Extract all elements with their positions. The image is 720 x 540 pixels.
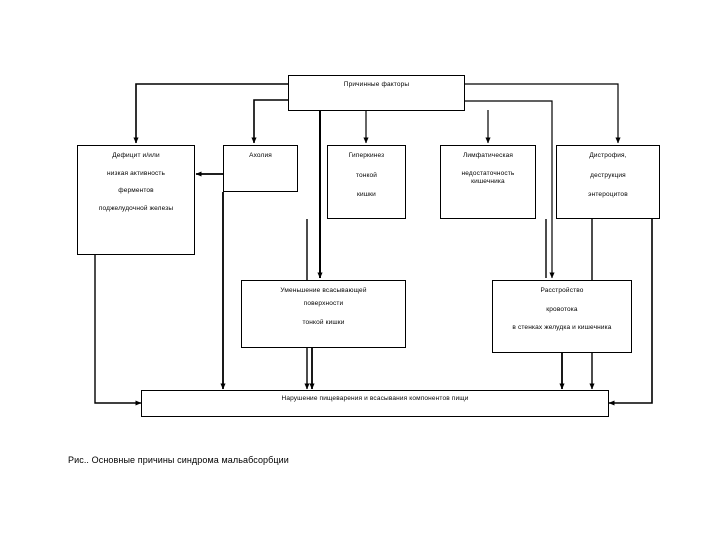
node-dystrophy-line-1: деструкция [590,171,626,179]
node-acholia-line-0: Ахолия [249,152,272,159]
edge-root-to-enzyme-deficit [133,83,288,144]
node-hyperkinesis-line-2: кишки [357,191,376,198]
node-lymphatic[interactable]: Лимфатическая недостаточность кишечника [440,145,536,219]
node-hyperkinesis[interactable]: Гиперкинез тонкой кишки [327,145,406,219]
node-dystrophy-line-2: энтероцитов [588,191,628,198]
node-blood-flow-line-0: Расстройство [540,287,584,294]
node-enzyme-deficit-line-1: низкая активность [106,169,166,177]
node-lymphatic-line-1: недостаточность [461,169,515,177]
edge-root-to-dystrophy [465,83,621,144]
node-outcome-line-0: Нарушение пищеварения и всасывания компо… [281,395,469,402]
node-enzyme-deficit-line-3: поджелудочной железы [98,204,174,212]
node-dystrophy[interactable]: Дистрофия, деструкция энтероцитов [556,145,660,219]
node-lymphatic-line-2: кишечника [471,178,505,185]
node-surface-reduction-line-0: Уменьшение всасывающей [280,287,367,294]
node-root-line-0: Причинные факторы [343,81,410,88]
node-dystrophy-line-0: Дистрофия, [589,152,627,159]
node-blood-flow-line-2: в стенках желудка и кишечника [512,324,612,331]
node-acholia[interactable]: Ахолия [223,145,298,192]
edge-enzyme-deficit-to-outcome [94,255,142,406]
node-lymphatic-line-0: Лимфатическая [462,152,514,159]
node-outcome[interactable]: Нарушение пищеварения и всасывания компо… [141,390,609,417]
node-enzyme-deficit-line-2: ферментов [118,187,154,194]
node-enzyme-deficit-line-0: Дефицит и/или [112,152,160,159]
node-hyperkinesis-line-0: Гиперкинез [348,152,385,159]
node-blood-flow-line-1: кровотока [546,305,578,313]
node-root[interactable]: Причинные факторы [288,75,465,111]
edge-root-to-acholia [251,99,288,144]
node-surface-reduction-line-2: тонкой кишки [302,319,345,326]
node-hyperkinesis-line-1: тонкой [355,171,378,179]
node-surface-reduction[interactable]: Уменьшение всасывающей поверхности тонко… [241,280,406,348]
node-surface-reduction-line-1: поверхности [303,299,344,307]
figure-caption: Рис.. Основные причины синдрома мальабсо… [68,455,289,465]
node-enzyme-deficit[interactable]: Дефицит и/или низкая активность ферменто… [77,145,195,255]
node-blood-flow[interactable]: Расстройство кровотока в стенках желудка… [492,280,632,353]
